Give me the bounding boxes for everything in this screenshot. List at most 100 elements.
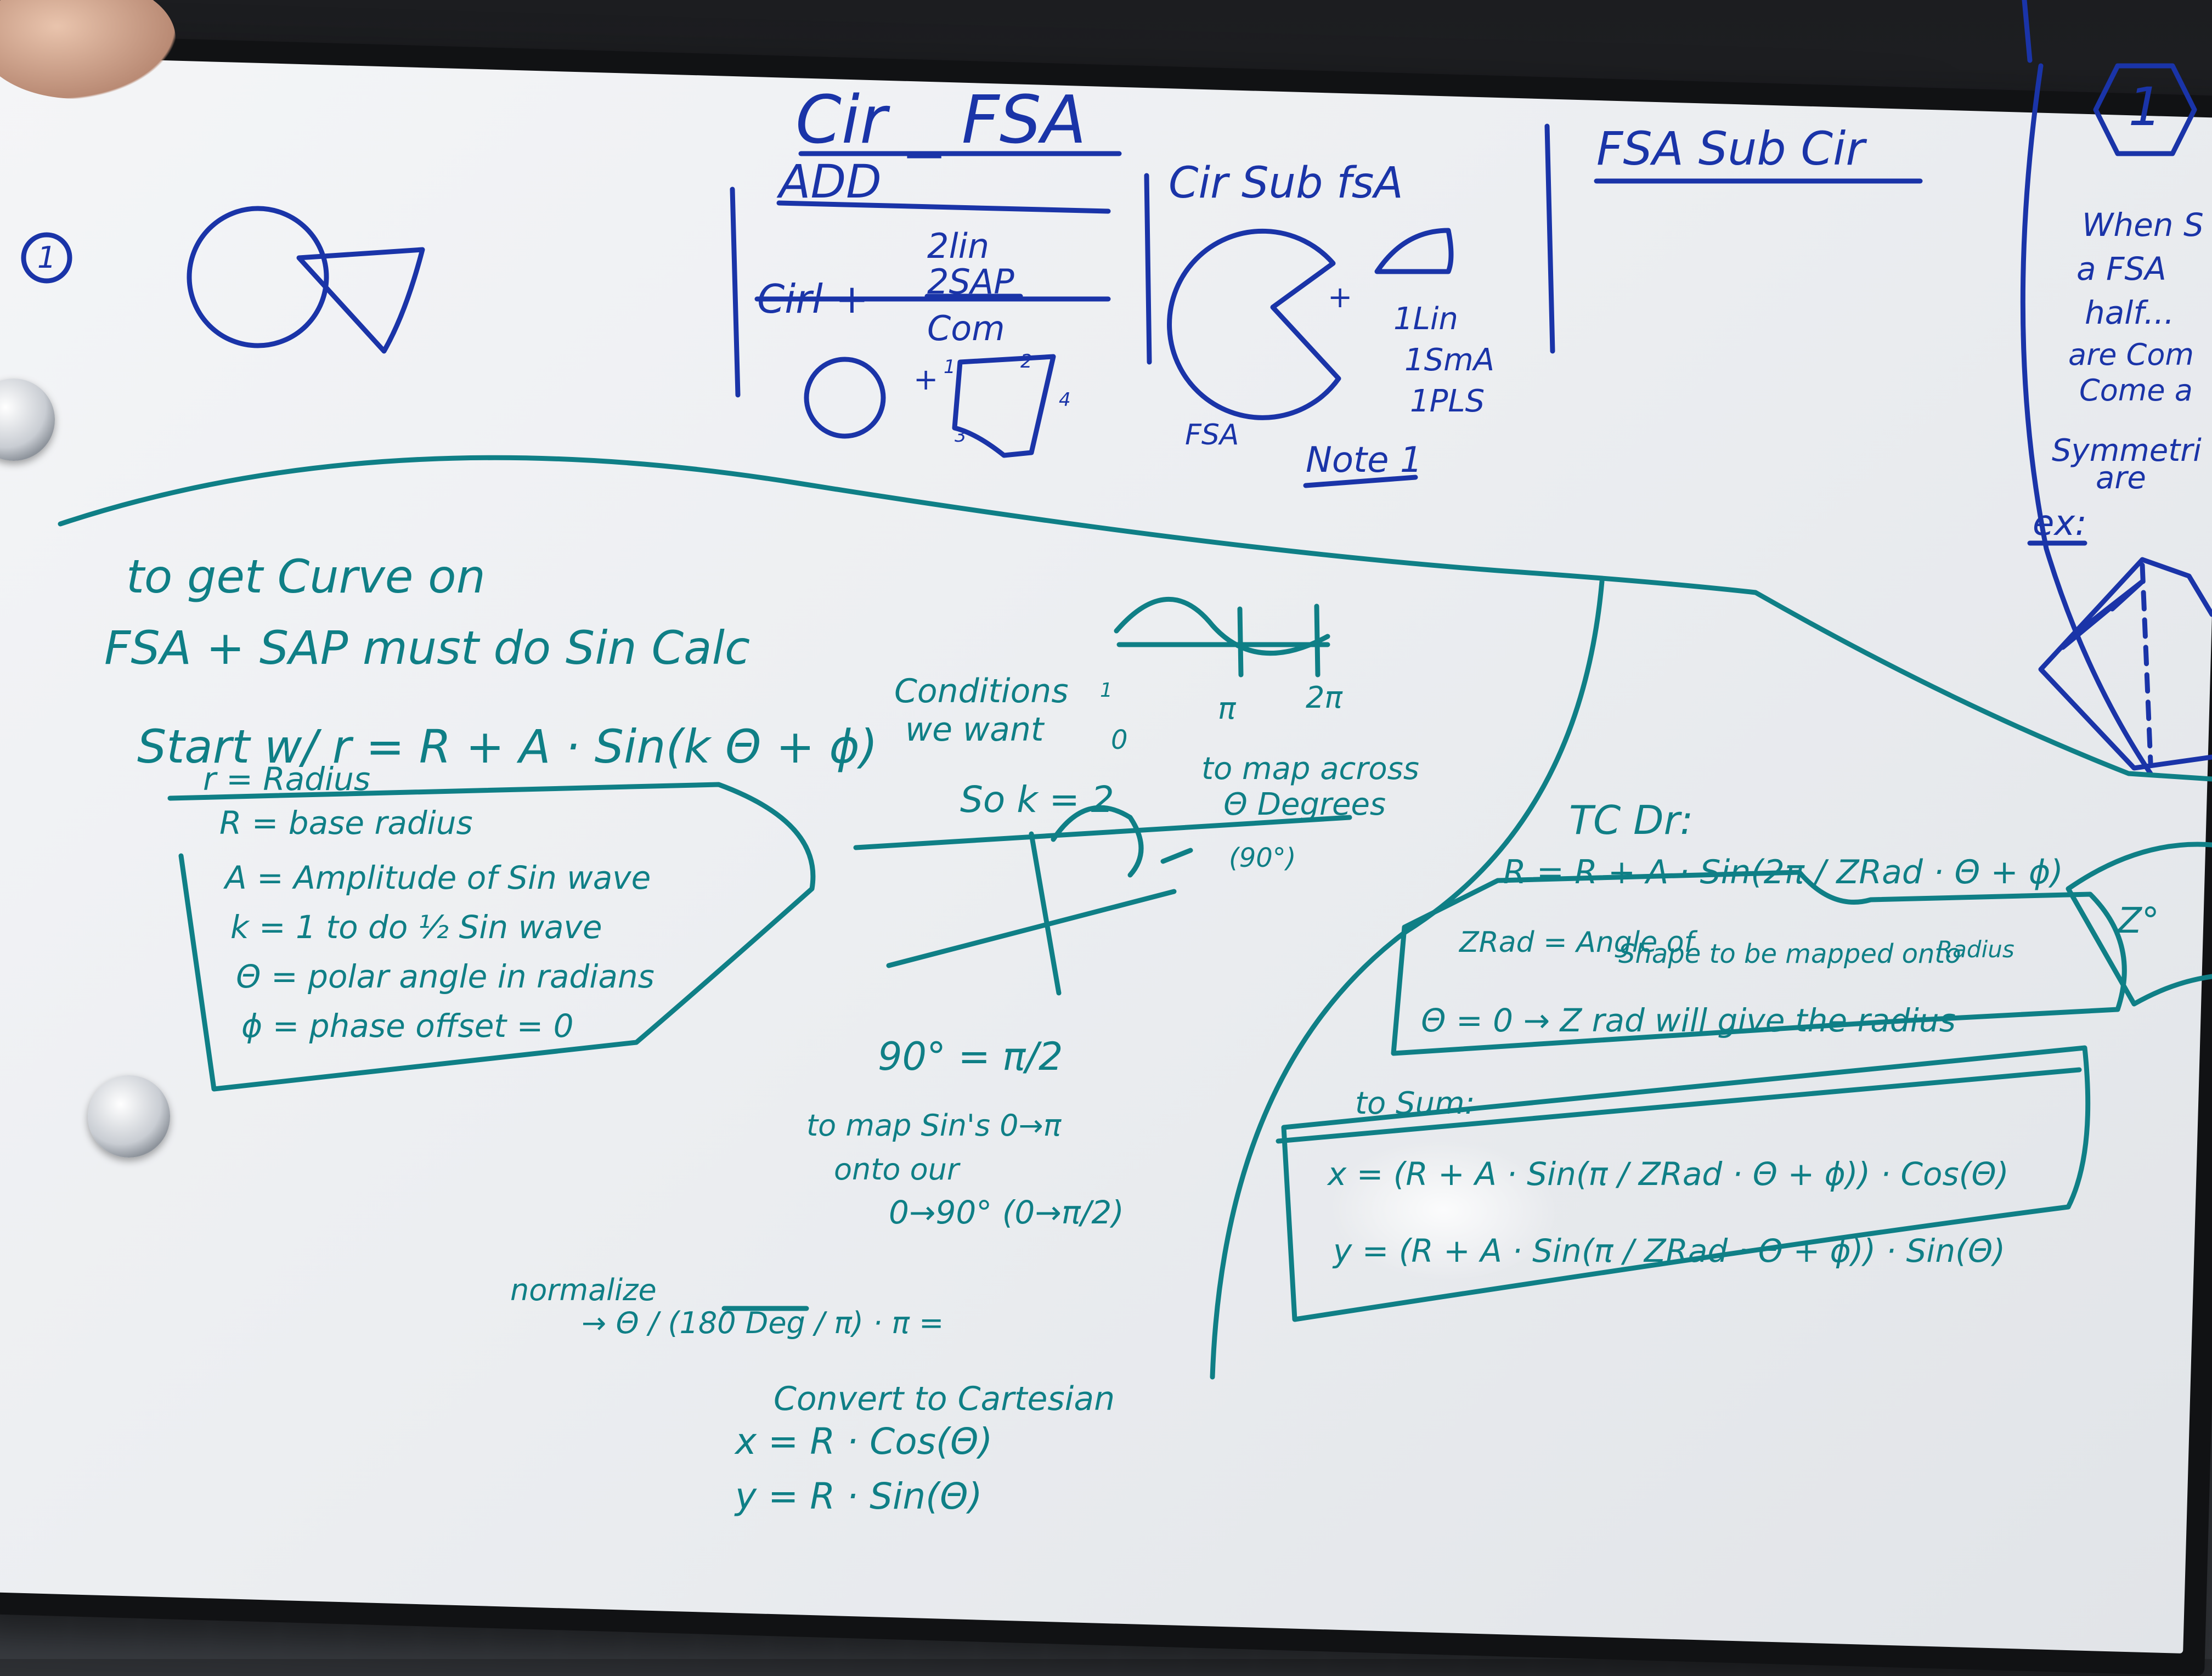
sine-label-1: 1 bbox=[1100, 679, 1113, 702]
arrow-to-arc bbox=[1160, 848, 1193, 864]
panel-line-4: are Com bbox=[2068, 337, 2194, 372]
panel-line-5: Come a bbox=[2079, 373, 2193, 408]
map-note-3: (90°) bbox=[1229, 843, 1296, 873]
map-line-3: 0→90° (0→π/2) bbox=[889, 1194, 1124, 1231]
fsa-wedge bbox=[296, 247, 425, 354]
add-formula-left: Cirl + bbox=[757, 276, 868, 322]
add-plus: + bbox=[913, 362, 938, 397]
conditions-line-1: Conditions bbox=[894, 672, 1069, 710]
add-formula-num1: 2lin bbox=[927, 226, 989, 266]
sum-formula-box bbox=[1281, 1045, 2091, 1322]
sub-plus: + bbox=[1328, 280, 1352, 314]
semicircle-arc bbox=[1051, 805, 1144, 878]
right-text: TC Dr: R = R + A · Sin(2π / ZRad · Θ + ϕ… bbox=[1327, 797, 2159, 1269]
small-cap-shape bbox=[1374, 228, 1454, 274]
sine-label-2pi: 2π bbox=[1306, 680, 1343, 715]
sub-part-3: 1PLS bbox=[1410, 383, 1485, 419]
index-circle bbox=[21, 232, 72, 284]
add-header: ADD bbox=[776, 155, 882, 208]
add-circle bbox=[804, 357, 886, 439]
convert-label: Convert to Cartesian bbox=[774, 1380, 1115, 1418]
def-line-5: Θ = polar angle in radians bbox=[236, 958, 654, 995]
map-line-1: to map Sin's 0→π bbox=[806, 1108, 1062, 1143]
sub-part-2: 1SmA bbox=[1404, 342, 1494, 378]
lower-diagrams bbox=[58, 296, 2212, 1380]
circle-shape bbox=[187, 206, 329, 348]
def-line-4: k = 1 to do ½ Sin wave bbox=[230, 908, 602, 946]
add-formula-den: Com bbox=[927, 308, 1005, 348]
y-formula: y = (R + A · Sin(π / ZRad · Θ + ϕ)) · Si… bbox=[1332, 1232, 2005, 1269]
top-text: 1 Cir _ FSA ADD Cirl + 2lin 2SAP Com + 1… bbox=[37, 76, 2204, 544]
left-text: to get Curve on FSA + SAP must do Sin Ca… bbox=[104, 550, 878, 1045]
note-label: Note 1 bbox=[1306, 440, 1423, 481]
sum-label: to Sum: bbox=[1355, 1086, 1475, 1121]
map-note-2: Θ Degrees bbox=[1223, 787, 1386, 822]
kite-fan-lines bbox=[2060, 579, 2145, 650]
sine-curve bbox=[1114, 597, 1330, 656]
add-quad-shape bbox=[952, 354, 1056, 458]
left-line-2: FSA + SAP must do Sin Calc bbox=[104, 621, 750, 675]
left-line-3: Start w/ r = R + A · Sin(k Θ + ϕ) bbox=[137, 720, 878, 774]
panel-line-7: are bbox=[2096, 460, 2146, 496]
kite-example-shape bbox=[2038, 557, 2212, 771]
panel-line-6: Symmetri bbox=[2052, 433, 2202, 469]
sine-label-pi: π bbox=[1218, 691, 1237, 726]
map-line-2: onto our bbox=[834, 1152, 961, 1187]
def-line-1: r = Radius bbox=[203, 760, 370, 798]
add-vertex-1: 1 bbox=[944, 356, 956, 378]
panel-line-1: When S bbox=[2082, 206, 2204, 244]
zrad-def-3: Radius bbox=[1937, 936, 2015, 963]
axis-horizontal bbox=[886, 889, 1177, 968]
section-divider-curve bbox=[58, 455, 2212, 782]
kite-dashed-axis bbox=[2140, 562, 2153, 765]
note-underline bbox=[1303, 475, 1418, 488]
panel-left-curve bbox=[2020, 63, 2153, 776]
normalize-label: normalize bbox=[510, 1273, 657, 1307]
panel-top-edge bbox=[2022, 0, 2033, 63]
sine-label-0: 0 bbox=[1111, 725, 1128, 755]
board-clip-lower bbox=[88, 1075, 170, 1158]
zrad-box bbox=[1391, 870, 2127, 1056]
map-note-1: to map across bbox=[1201, 751, 1419, 787]
conditions-line-2: we want bbox=[905, 710, 1045, 749]
add-left-bar bbox=[730, 187, 741, 398]
left-line-1: to get Curve on bbox=[126, 550, 486, 603]
sine-tick-2pi bbox=[1314, 603, 1321, 678]
add-vertex-3: 3 bbox=[955, 425, 967, 447]
def-line-2: R = base radius bbox=[219, 804, 473, 842]
sub-shape-label: FSA bbox=[1185, 419, 1239, 452]
add-sub-divider bbox=[1144, 173, 1152, 365]
index-mark: 1 bbox=[37, 240, 56, 275]
so-k-line: So k = 2 bbox=[960, 778, 1114, 821]
add-underline bbox=[776, 200, 1111, 214]
so-k-underline bbox=[853, 815, 1352, 850]
sub-part-1: 1Lin bbox=[1393, 301, 1458, 337]
tc-dr-header: TC Dr: bbox=[1569, 797, 1693, 843]
x-formula: x = (R + A · Sin(π / ZRad · Θ + ϕ)) · Co… bbox=[1327, 1155, 2009, 1193]
theta-note: Θ = 0 → Z rad will give the radius bbox=[1421, 1002, 1956, 1039]
zrad-def-2: Shape to be mapped onto bbox=[1618, 939, 1961, 969]
board-title: Cir _ FSA bbox=[795, 82, 1086, 159]
def-line-3: A = Amplitude of Sin wave bbox=[223, 859, 651, 896]
middle-text: Conditions we want 1 0 π 2π So k = 2 to … bbox=[510, 672, 1419, 1517]
top-diagrams bbox=[21, 0, 2212, 776]
sine-tick-pi bbox=[1237, 606, 1244, 678]
cartesian-y-eq: y = R · Sin(Θ) bbox=[734, 1475, 983, 1517]
axis-vertical bbox=[1029, 831, 1062, 996]
def-line-6: ϕ = phase offset = 0 bbox=[241, 1007, 574, 1045]
sub-header: Cir Sub fsA bbox=[1169, 159, 1403, 208]
cartesian-x-eq: x = R · Cos(Θ) bbox=[734, 1420, 992, 1463]
r-equation: R = R + A · Sin(2π / ZRad · Θ + ϕ) bbox=[1503, 853, 2063, 891]
wedge-label: Z° bbox=[2117, 901, 2159, 941]
definitions-box bbox=[167, 782, 816, 1092]
zrad-def-1: ZRad = Angle of bbox=[1458, 926, 1698, 959]
hex-label: 1 bbox=[2128, 76, 2162, 138]
pacman-shape bbox=[1167, 228, 1341, 420]
hexagon-shape bbox=[2093, 63, 2197, 156]
panel-line-3: half... bbox=[2085, 294, 2174, 331]
sub-right-divider bbox=[1544, 123, 1555, 354]
sum-underline bbox=[1276, 1067, 2082, 1144]
panel-line-2: a FSA bbox=[2076, 250, 2166, 287]
ninety-eq: 90° = π/2 bbox=[878, 1034, 1063, 1079]
